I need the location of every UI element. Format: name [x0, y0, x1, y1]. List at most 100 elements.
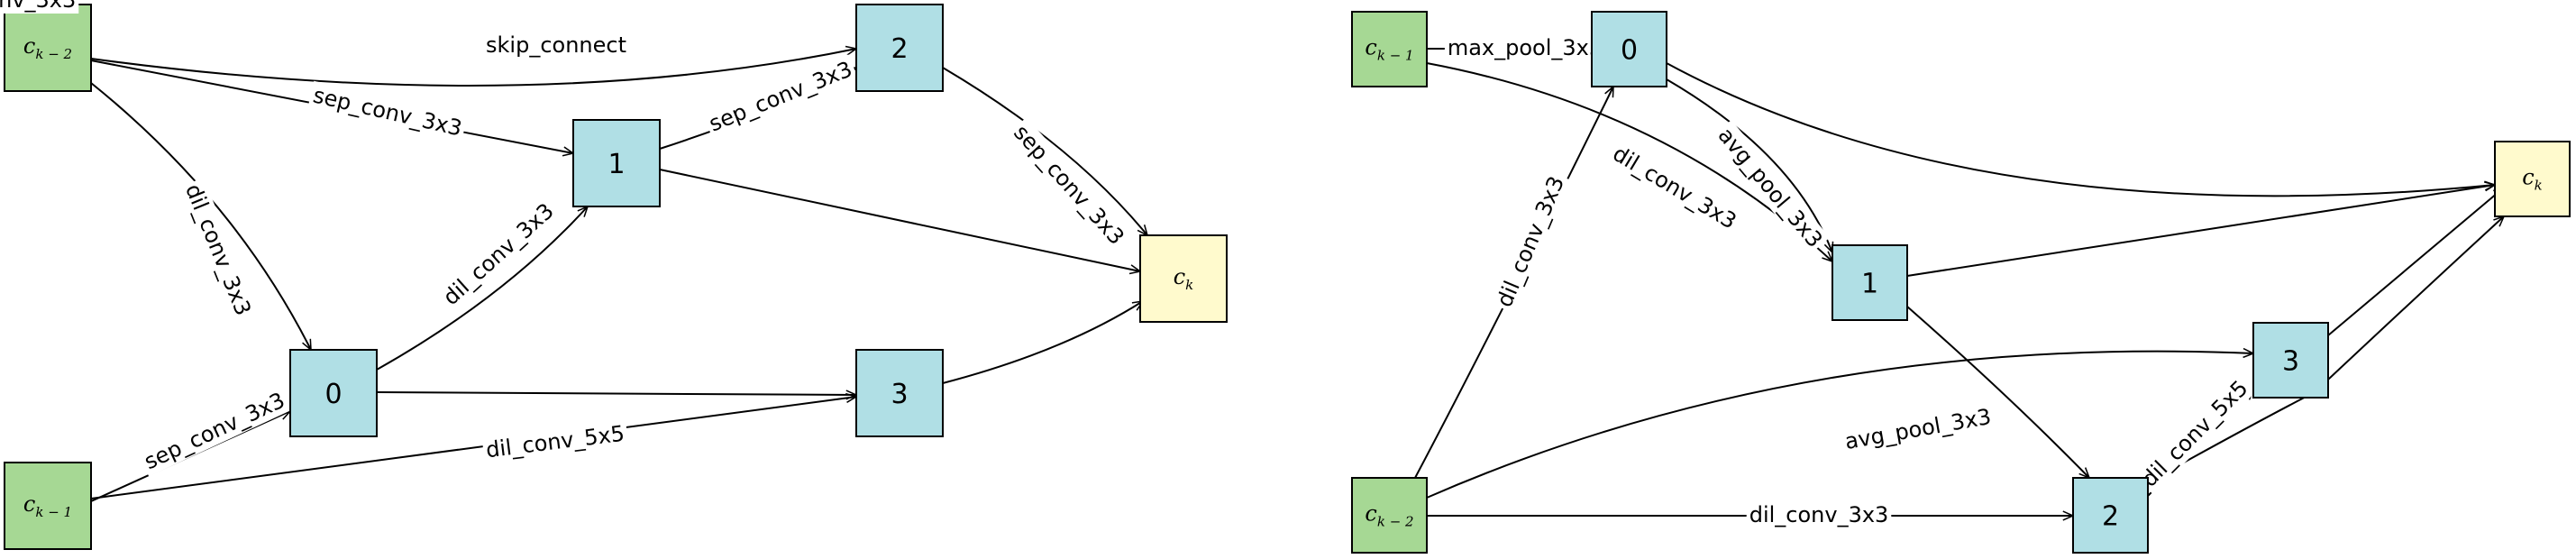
edge-ckm1-to-n3 [90, 397, 856, 499]
node-label: 3 [2282, 346, 2299, 378]
edge-label-background [1444, 34, 1606, 61]
node-label-base: c [2522, 165, 2534, 190]
edge-ckm1-to-n0-label-group: sep_conv_3x3 [137, 385, 292, 477]
node-box [1351, 11, 1428, 87]
edge-label-background [1489, 170, 1572, 314]
node-label: 1 [1861, 269, 1878, 300]
edge-n0-to-ck [1666, 62, 2495, 197]
node-label-base: c [23, 491, 35, 517]
node-label-subscript: k − 1 [1377, 48, 1414, 64]
node-label: 0 [324, 379, 342, 410]
node-label-subscript: k [1185, 277, 1193, 293]
edge-label-background [435, 196, 562, 313]
edge-n3-to-ck [942, 301, 1143, 384]
node-label: ck − 1 [1365, 35, 1413, 64]
node-n3: 3 [855, 349, 944, 437]
edge-n0-to-n1-label-group: dil_conv_3x3 [435, 196, 562, 313]
edge-label: dil_conv_3x3 [1609, 141, 1741, 234]
edge-label-background [0, 0, 79, 14]
node-ck: ck [2494, 141, 2571, 217]
node-n2: 2 [2072, 477, 2149, 554]
node-box [2252, 322, 2329, 399]
edge-ckm1-to-n1-label-group: dil_conv_3x3 [1605, 138, 1744, 237]
edge-label-background [1006, 117, 1132, 252]
edge-label: avg_pool_3x3 [1843, 404, 1994, 454]
node-n2: 2 [855, 4, 944, 92]
edge-label-background [1605, 138, 1744, 237]
edge-label-background [2133, 372, 2256, 495]
node-label-base: c [1365, 501, 1376, 527]
edge-label-background [702, 54, 859, 139]
node-label-subscript: k − 1 [35, 504, 72, 520]
edge-label-background [1840, 402, 1996, 456]
edge-label: sep_conv_3x3 [311, 82, 465, 141]
edge-ckm2-to-n1-label-group: sep_conv_3x3 [307, 80, 468, 143]
node-ckm2: ck − 2 [1351, 477, 1428, 554]
edge-label: dil_conv_3x3 [1492, 172, 1569, 310]
edge-label-background [137, 385, 292, 477]
edge-label-background [483, 32, 629, 59]
node-label: 2 [2102, 501, 2119, 533]
edge-ckm2-to-n0-label-group: dil_conv_3x3 [178, 177, 258, 323]
edge-label-background [1746, 501, 1892, 528]
node-label-subscript: k − 2 [1377, 514, 1414, 530]
node-n0: 0 [289, 349, 378, 437]
edge-n2-to-ck-label-group: sep_conv_3x3 [1006, 117, 1132, 252]
node-label: ck − 1 [23, 491, 72, 520]
edge-ckm2-to-n2 [90, 49, 856, 87]
edge-label: dil_conv_3x3 [1749, 502, 1889, 527]
edge-ckm2-to-n0-label-group: dil_conv_3x3 [1489, 170, 1572, 314]
edge-n1-to-n2 [1906, 185, 2495, 277]
edge-ckm2-to-n2-label-group: avg_pool_3x3 [1840, 402, 1996, 456]
node-box [4, 4, 92, 92]
node-label: 2 [891, 33, 908, 65]
edge-ckm2-to-n3 [1426, 352, 2253, 499]
edge-ckm1-to-n3-label-group: dil_conv_5x5 [481, 419, 629, 464]
edge-n0-to-n3 [376, 392, 856, 395]
edge-n0-to-n1 [376, 206, 588, 371]
edge-label-background [178, 177, 258, 323]
node-n1: 1 [1832, 244, 1908, 321]
node-n0: 0 [1591, 11, 1667, 87]
edge-label: max_pool_3x3 [1448, 35, 1603, 60]
edge-label: skip_connect [486, 32, 626, 58]
edge-labels: max_pool_3x3 dil_conv_3x3 dil_conv_3x3 dil_… [0, 0, 2256, 528]
node-ck: ck [1139, 234, 1228, 323]
node-box [1832, 244, 1908, 321]
node-n3: 3 [2252, 322, 2329, 399]
node-box [2494, 141, 2571, 217]
node-label: 1 [607, 149, 625, 180]
edges [1414, 49, 2504, 516]
edge-label: sep_conv_3x3 [1009, 120, 1129, 250]
node-label: 0 [1621, 35, 1638, 67]
edge-label: sep_conv_3x3 [706, 56, 856, 136]
edge-label-background [1710, 120, 1831, 255]
edge-label: sep_conv_3x3 [141, 388, 289, 475]
edge-n1-to-n2-label-group: sep_conv_3x3 [0, 0, 79, 14]
node-ckm2: ck − 2 [4, 4, 92, 92]
edge-ckm2-to-n0 [90, 82, 312, 350]
node-label: 3 [891, 379, 908, 410]
edge-ckm1-to-n0-label-group: max_pool_3x3 [1444, 34, 1606, 61]
node-box [1351, 477, 1428, 554]
node-box [572, 119, 661, 207]
node-label: ck [1174, 264, 1194, 293]
edge-n1-to-ck [1906, 306, 2089, 478]
node-n1: 1 [572, 119, 661, 207]
edges [90, 49, 1147, 502]
node-label-base: c [1174, 264, 1185, 289]
node-box [289, 349, 378, 437]
edge-label: dil_conv_5x5 [485, 421, 626, 463]
edge-ckm2-to-n2-label-group: skip_connect [483, 32, 629, 59]
edge-n1-to-n2-label-group: sep_conv_3x3 [702, 54, 859, 139]
node-ckm1: ck − 1 [1351, 11, 1428, 87]
node-box [1591, 11, 1667, 87]
edge-label: dil_conv_3x3 [180, 180, 256, 319]
node-label-base: c [23, 33, 35, 59]
edge-label-background [307, 80, 468, 143]
node-box [1139, 234, 1228, 323]
node-label: ck [2522, 165, 2543, 194]
